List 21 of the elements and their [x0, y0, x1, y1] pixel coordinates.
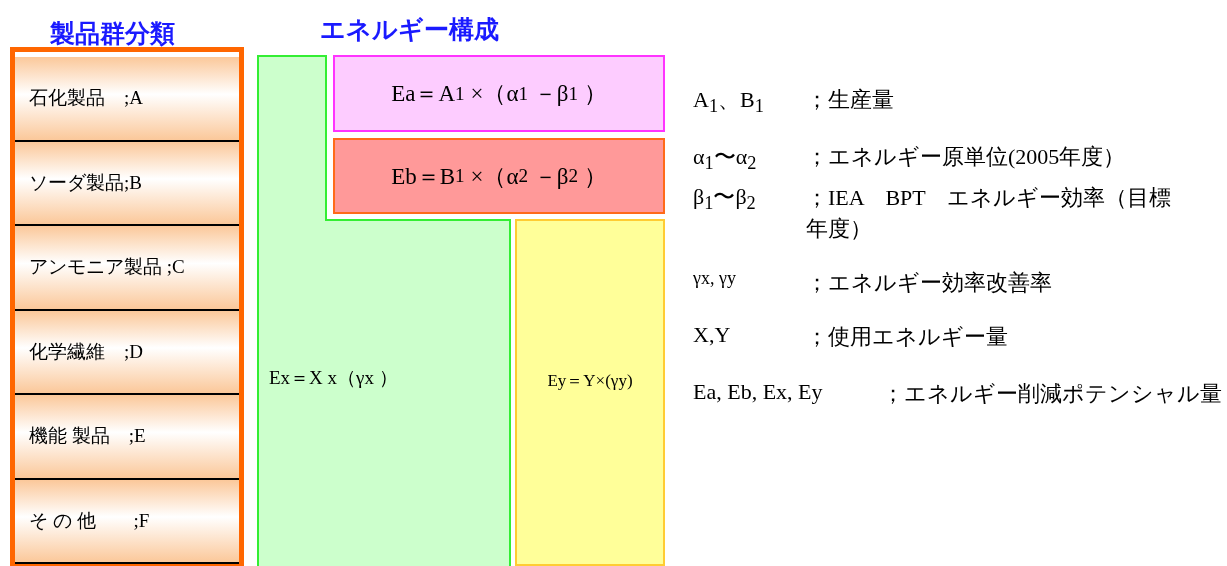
symbol-text: γx, γy	[693, 268, 736, 289]
category-row: 化学繊維 ;D	[15, 310, 239, 395]
symbol-text: A$_{1}$、B$_{1}$	[693, 86, 764, 118]
heading: エネルギー構成	[320, 14, 499, 45]
definition-text: ；エネルギー効率改善率	[806, 269, 1052, 297]
symbol-text: Ea, Eb, Ex, Ey	[693, 379, 823, 405]
category-row: 機能 製品 ;E	[15, 395, 239, 480]
formula-box: Ey＝Y×(γy)	[515, 219, 665, 566]
definition-text: ；エネルギー削減ポテンシャル量	[882, 380, 1222, 408]
symbol-text: α$_{1}$〜α$_{2}$	[693, 143, 757, 175]
symbol-text: X,Y	[693, 322, 731, 348]
definition-text: ；IEA BPT エネルギー効率（目標年度）	[806, 184, 1173, 243]
category-row: ソーダ製品;B	[15, 141, 239, 226]
definition-text: ；使用エネルギー量	[806, 323, 1008, 351]
symbol-text: β$_{1}$〜β$_{2}$	[693, 183, 756, 215]
category-row: 石化製品 ;A	[15, 57, 239, 142]
category-row: そ の 他 ;F	[15, 479, 239, 564]
heading: 製品群分類	[50, 18, 175, 49]
definition-text: ；エネルギー原単位(2005年度）	[806, 143, 1126, 171]
definition-text: ；生産量	[806, 86, 894, 114]
category-row: アンモニア製品 ;C	[15, 226, 239, 311]
